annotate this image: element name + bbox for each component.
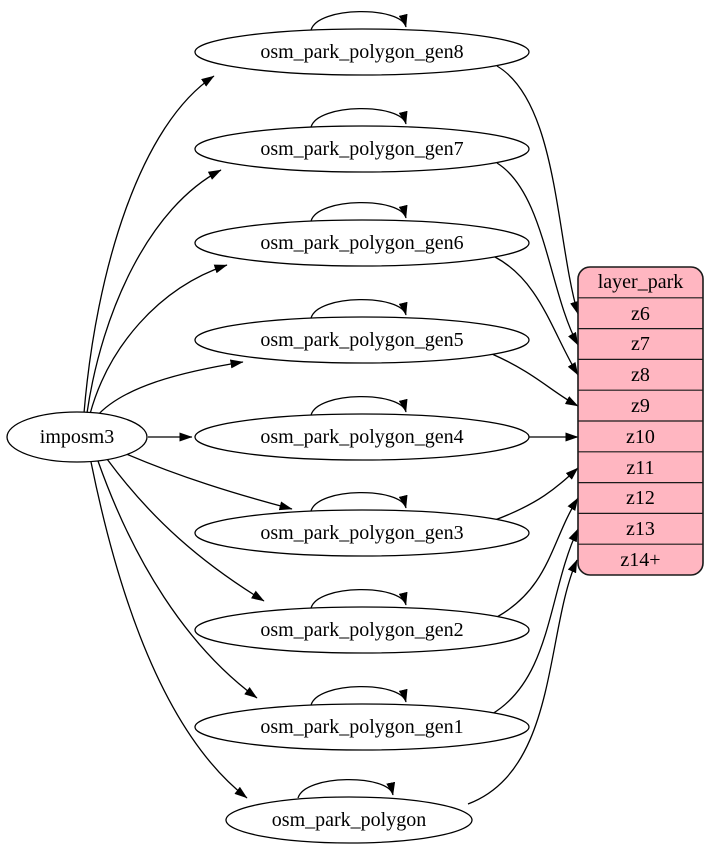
self-loop-gen4 [310, 395, 408, 416]
edge-polygon-z14 [467, 559, 578, 805]
edge-imposm3-gen7 [86, 169, 222, 414]
row-z14plus: z14+ [620, 549, 660, 571]
self-loop-edges [297, 10, 408, 799]
self-loop-polygon [297, 778, 396, 799]
node-osm-park-polygon: osm_park_polygon [225, 796, 473, 844]
node-osm-park-polygon-gen2: osm_park_polygon_gen2 [194, 606, 530, 654]
node-osm-park-polygon-gen1: osm_park_polygon_gen1 [194, 703, 530, 751]
node-osm-park-polygon-gen3: osm_park_polygon_gen3 [194, 509, 530, 557]
polygon-label: osm_park_polygon [272, 809, 426, 831]
self-loop-gen2 [310, 588, 408, 609]
gen1-ellipse [194, 703, 530, 751]
row-z10: z10 [626, 426, 655, 448]
edges-to-layer [467, 65, 579, 805]
edge-imposm3-gen2 [106, 458, 265, 602]
edge-gen2-z12 [496, 497, 579, 618]
gen5-label: osm_park_polygon_gen5 [260, 329, 463, 351]
row-z13: z13 [626, 518, 655, 540]
gen1-label: osm_park_polygon_gen1 [260, 716, 463, 738]
gen8-label: osm_park_polygon_gen8 [260, 41, 463, 63]
gen7-label: osm_park_polygon_gen7 [260, 138, 463, 160]
edge-gen5-z9 [491, 353, 579, 407]
node-osm-park-polygon-gen8: osm_park_polygon_gen8 [194, 28, 530, 76]
edge-imposm3-gen1 [97, 460, 258, 699]
gen7-ellipse [194, 125, 530, 173]
self-loop-gen7 [310, 107, 408, 128]
row-z9: z9 [631, 395, 650, 417]
edge-gen6-z8 [494, 256, 579, 376]
node-osm-park-polygon-gen4: osm_park_polygon_gen4 [194, 413, 530, 461]
node-layer-park: layer_park z6 z7 z8 z9 z10 z11 z12 z13 z… [577, 266, 704, 576]
imposm3-label: imposm3 [40, 426, 114, 448]
node-osm-park-polygon-gen6: osm_park_polygon_gen6 [194, 219, 530, 267]
edge-gen1-z13 [491, 528, 579, 715]
self-loop-gen8 [310, 10, 408, 31]
node-osm-park-polygon-gen7: osm_park_polygon_gen7 [194, 125, 530, 173]
gen3-label: osm_park_polygon_gen3 [260, 522, 463, 544]
gen2-ellipse [194, 606, 530, 654]
self-loop-gen6 [310, 201, 408, 222]
self-loop-gen1 [310, 685, 408, 706]
gen4-ellipse [194, 413, 530, 461]
row-z6: z6 [631, 303, 650, 325]
edge-gen8-z6 [496, 65, 579, 315]
edge-imposm3-gen8 [83, 75, 215, 414]
edge-gen7-z7 [496, 162, 579, 346]
edge-imposm3-gen5 [95, 359, 244, 418]
layer-park-title: layer_park [598, 271, 684, 293]
row-z8: z8 [631, 364, 650, 386]
gen6-ellipse [194, 219, 530, 267]
edge-imposm3-gen6 [89, 264, 228, 415]
edge-imposm3-polygon [90, 461, 248, 799]
node-osm-park-polygon-gen5: osm_park_polygon_gen5 [194, 316, 530, 364]
edges-from-source [83, 75, 293, 799]
gen8-ellipse [194, 28, 530, 76]
gen4-label: osm_park_polygon_gen4 [260, 426, 463, 448]
self-loop-gen5 [310, 298, 408, 319]
imposm3-ellipse [6, 411, 148, 463]
edge-gen3-z11 [494, 467, 579, 521]
node-imposm3: imposm3 [6, 411, 148, 463]
polygon-ellipse [225, 796, 473, 844]
edge-imposm3-gen3 [123, 452, 293, 511]
row-z12: z12 [626, 487, 655, 509]
row-z7: z7 [631, 333, 650, 355]
gen3-ellipse [194, 509, 530, 557]
gen5-ellipse [194, 316, 530, 364]
row-z11: z11 [626, 457, 654, 479]
self-loop-gen3 [310, 491, 408, 512]
gen2-label: osm_park_polygon_gen2 [260, 619, 463, 641]
gen6-label: osm_park_polygon_gen6 [260, 232, 463, 254]
